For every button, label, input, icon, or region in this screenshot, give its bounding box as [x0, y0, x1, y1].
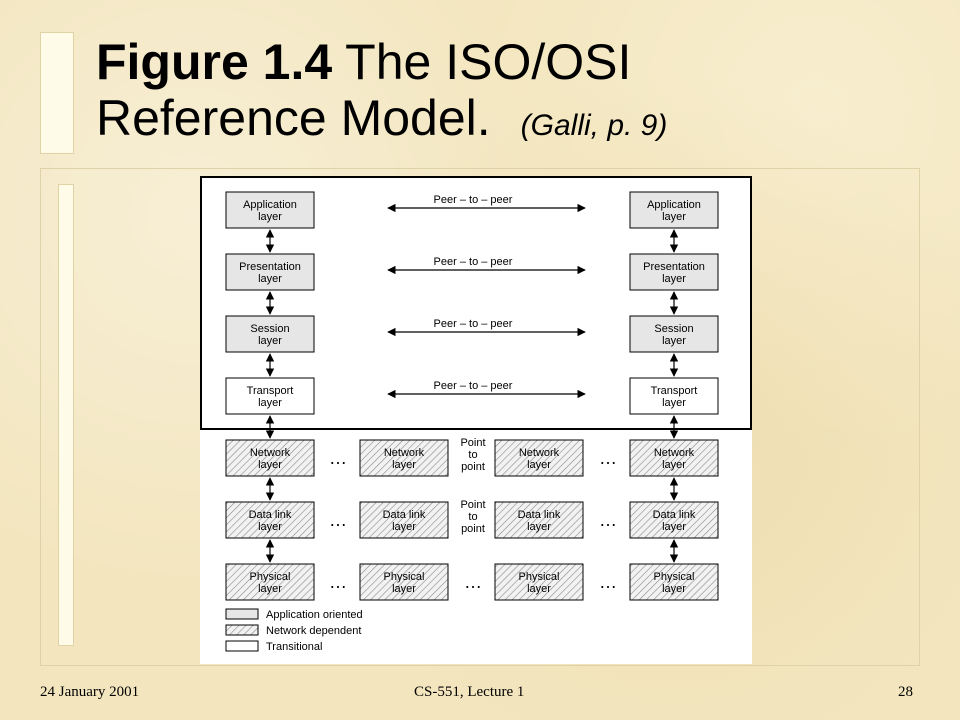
- point-to-point-1-b: to: [468, 511, 477, 523]
- layer-box-data-link-col3-label-2: layer: [662, 521, 686, 533]
- layer-box-network-col1-label: Network: [384, 447, 425, 459]
- layer-box-data-link-col1: [359, 501, 449, 539]
- layer-box-physical-col0: [225, 563, 315, 601]
- left-layer-box-2-label-2: layer: [258, 335, 282, 347]
- layer-box-network-col2-label-2: layer: [527, 459, 551, 471]
- legend-label-1: Network dependent: [266, 625, 361, 637]
- right-layer-box-1-label: Presentation: [643, 261, 705, 273]
- layer-box-physical-col3-label-2: layer: [662, 583, 686, 595]
- title-figure-number: Figure 1.4: [96, 34, 333, 90]
- layer-box-network-col3-label: Network: [654, 447, 695, 459]
- right-layer-box-2-label-2: layer: [662, 335, 686, 347]
- left-layer-box-3-label: Transport: [247, 385, 294, 397]
- layer-box-physical-col2-label-2: layer: [527, 583, 551, 595]
- right-layer-box-0-label-2: layer: [662, 211, 686, 223]
- layer-box-network-col1: [359, 439, 449, 477]
- layer-box-data-link-col2: [494, 501, 584, 539]
- layer-box-physical-col2-label: Physical: [519, 571, 560, 583]
- layer-box-data-link-col3: [629, 501, 719, 539]
- legend-swatch-1: [225, 624, 259, 636]
- peer-label-3: Peer – to – peer: [434, 380, 513, 392]
- right-layer-box-2: [629, 315, 719, 353]
- left-layer-box-1-label: Presentation: [239, 261, 301, 273]
- legend-swatch-0: [225, 608, 259, 620]
- legend-label-0: Application oriented: [266, 609, 363, 621]
- title-citation: (Galli, p. 9): [520, 109, 668, 142]
- left-layer-box-0: [225, 191, 315, 229]
- left-layer-box-2-label: Session: [250, 323, 289, 335]
- layer-box-physical-col1-label-2: layer: [392, 583, 416, 595]
- right-layer-box-3: [629, 377, 719, 415]
- layer-box-network-col0: [225, 439, 315, 477]
- ellipsis-right-1: …: [599, 510, 617, 530]
- layer-box-data-link-col2-label: Data link: [518, 509, 561, 521]
- layer-box-network-col3: [629, 439, 719, 477]
- layer-box-physical-col0-label-2: layer: [258, 583, 282, 595]
- left-layer-box-1-label-2: layer: [258, 273, 282, 285]
- layer-box-physical-col3: [629, 563, 719, 601]
- layer-box-data-link-col2-label-2: layer: [527, 521, 551, 533]
- layer-box-physical-col3-label: Physical: [654, 571, 695, 583]
- footer-page: 28: [898, 684, 913, 700]
- layer-box-physical-col1: [359, 563, 449, 601]
- layer-box-data-link-col0-label-2: layer: [258, 521, 282, 533]
- right-layer-box-3-label: Transport: [651, 385, 698, 397]
- layer-box-network-col0-label-2: layer: [258, 459, 282, 471]
- layer-box-data-link-col3-label: Data link: [653, 509, 696, 521]
- layer-box-network-col2: [494, 439, 584, 477]
- left-layer-box-2: [225, 315, 315, 353]
- layer-box-network-col2-label: Network: [519, 447, 560, 459]
- point-to-point-1-c: point: [461, 523, 485, 535]
- layer-box-data-link-col1-label: Data link: [383, 509, 426, 521]
- left-layer-box-3: [225, 377, 315, 415]
- ellipsis-right-2: …: [599, 572, 617, 592]
- footer-course: CS-551, Lecture 1: [414, 684, 525, 700]
- legend-label-2: Transitional: [266, 641, 322, 653]
- ellipsis-right-0: …: [599, 448, 617, 468]
- ellipsis-center-2: …: [464, 572, 482, 592]
- layer-box-data-link-col0-label: Data link: [249, 509, 292, 521]
- ellipsis-left-1: …: [329, 510, 347, 530]
- peer-to-peer-region: [200, 176, 752, 430]
- right-layer-box-1: [629, 253, 719, 291]
- right-layer-box-2-label: Session: [654, 323, 693, 335]
- right-layer-box-3-label-2: layer: [662, 397, 686, 409]
- left-layer-box-0-label: Application: [243, 199, 297, 211]
- layer-box-physical-col1-label: Physical: [384, 571, 425, 583]
- point-to-point-0-b: to: [468, 449, 477, 461]
- layer-box-data-link-col0: [225, 501, 315, 539]
- layer-box-data-link-col1-label-2: layer: [392, 521, 416, 533]
- layer-box-physical-col0-label: Physical: [250, 571, 291, 583]
- layer-box-network-col3-label-2: layer: [662, 459, 686, 471]
- left-layer-box-1: [225, 253, 315, 291]
- point-to-point-0-a: Point: [460, 437, 485, 449]
- point-to-point-1-a: Point: [460, 499, 485, 511]
- ellipsis-left-0: …: [329, 448, 347, 468]
- content-frame: [40, 168, 920, 666]
- peer-label-1: Peer – to – peer: [434, 256, 513, 268]
- right-layer-box-0-label: Application: [647, 199, 701, 211]
- title-accent-bar: [40, 32, 74, 154]
- point-to-point-0-c: point: [461, 461, 485, 473]
- title-text: The ISO/OSI: [332, 34, 632, 90]
- legend-swatch-2: [225, 640, 259, 652]
- layer-box-physical-col2: [494, 563, 584, 601]
- right-layer-box-0: [629, 191, 719, 229]
- left-layer-box-0-label-2: layer: [258, 211, 282, 223]
- peer-label-0: Peer – to – peer: [434, 194, 513, 206]
- peer-label-2: Peer – to – peer: [434, 318, 513, 330]
- left-layer-box-3-label-2: layer: [258, 397, 282, 409]
- layer-box-network-col1-label-2: layer: [392, 459, 416, 471]
- right-layer-box-1-label-2: layer: [662, 273, 686, 285]
- body-accent-bar: [58, 184, 74, 646]
- layer-box-network-col0-label: Network: [250, 447, 291, 459]
- title-text-line2: Reference Model.: [96, 90, 491, 146]
- footer-date: 24 January 2001: [40, 684, 140, 700]
- slide-title: Figure 1.4 The ISO/OSI Reference Model. (…: [96, 34, 916, 154]
- ellipsis-left-2: …: [329, 572, 347, 592]
